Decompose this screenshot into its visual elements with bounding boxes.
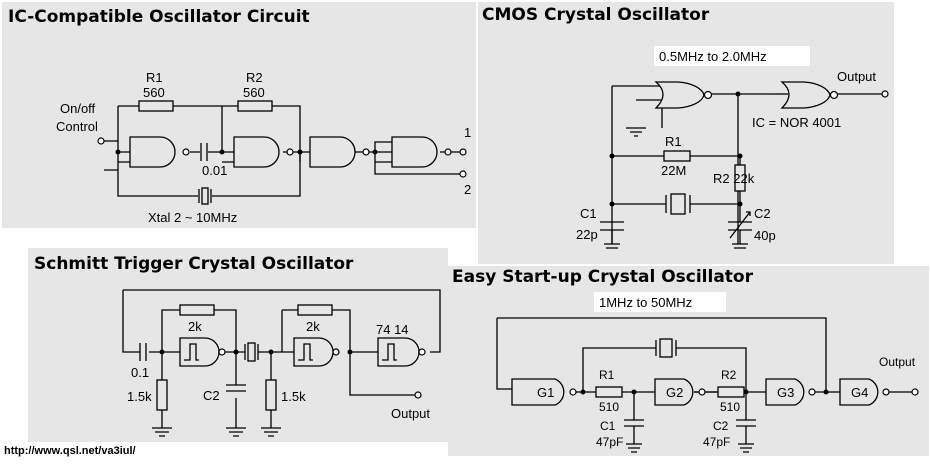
schmitt-r15-a: 1.5k <box>127 389 152 404</box>
easy-output-label: Output <box>879 355 916 369</box>
easy-r2-value: 510 <box>720 400 740 414</box>
ic-r1-value: 560 <box>143 85 165 100</box>
ic-panel <box>2 2 476 228</box>
easy-r1-value: 510 <box>599 400 619 414</box>
easy-title: Easy Start-up Crystal Oscillator <box>452 267 753 287</box>
schmitt-c2-label: C2 <box>203 388 220 403</box>
cmos-c2-value: 40p <box>754 228 776 243</box>
easy-g3-label: G3 <box>777 385 794 400</box>
ic-circuit: R1 560 R2 560 On/off Control 0.01 Xtal 2… <box>56 70 471 225</box>
schmitt-r2k-a: 2k <box>188 319 202 334</box>
ic-r2-label: R2 <box>246 70 263 85</box>
ic-xtal-label: Xtal 2 ~ 10MHz <box>148 210 237 225</box>
cmos-title: CMOS Crystal Oscillator <box>482 5 710 25</box>
ic-cap-label: 0.01 <box>202 163 227 178</box>
cmos-output-label: Output <box>837 69 876 84</box>
schmitt-title: Schmitt Trigger Crystal Oscillator <box>34 254 354 274</box>
easy-circuit: 1MHz to 50MHz G1 G2 G3 G4 R1 510 R2 510 … <box>496 292 919 453</box>
ic-r2-value: 560 <box>243 85 265 100</box>
ic-control-label: Control <box>56 119 98 134</box>
easy-r2-label: R2 <box>721 368 737 382</box>
ic-title: IC-Compatible Oscillator Circuit <box>8 7 310 27</box>
easy-c2-value: 47pF <box>703 435 730 449</box>
easy-g4-label: G4 <box>851 385 868 400</box>
cmos-c2-label: C2 <box>754 206 771 221</box>
easy-r1-label: R1 <box>599 368 615 382</box>
schmitt-circuit: 2k 2k 74 14 0.1 1.5k 1.5k C2 Output <box>122 289 441 437</box>
easy-g1-label: G1 <box>537 385 554 400</box>
cmos-r1-value: 22M <box>661 163 686 178</box>
schmitt-r15-b: 1.5k <box>281 389 306 404</box>
schmitt-output-label: Output <box>391 406 430 421</box>
cmos-circuit: 0.5MHz to 2.0MHz Output IC = NOR 4001 R1… <box>576 46 889 249</box>
cmos-freq-label: 0.5MHz to 2.0MHz <box>659 49 767 64</box>
easy-g2-label: G2 <box>666 385 683 400</box>
source-url: http://www.qsl.net/va3iul/ <box>4 445 136 457</box>
easy-c2-label: C2 <box>713 419 729 433</box>
cmos-c1-value: 22p <box>576 227 598 242</box>
cmos-panel <box>478 2 894 264</box>
ic-out1-label: 1 <box>464 125 471 140</box>
easy-c1-label: C1 <box>600 419 616 433</box>
schmitt-chip-label: 74 14 <box>376 322 409 337</box>
ic-r1-label: R1 <box>146 70 163 85</box>
cmos-ic-label: IC = NOR 4001 <box>752 115 841 130</box>
ic-onoff-label: On/off <box>60 101 96 116</box>
easy-c1-value: 47pF <box>596 435 623 449</box>
cmos-r2-label: R2 22k <box>713 171 755 186</box>
schmitt-r2k-b: 2k <box>306 319 320 334</box>
schmitt-cap-label: 0.1 <box>131 365 149 380</box>
ic-out2-label: 2 <box>464 182 471 197</box>
cmos-c1-label: C1 <box>580 206 597 221</box>
cmos-r1-label: R1 <box>665 134 682 149</box>
easy-freq-label: 1MHz to 50MHz <box>599 295 692 310</box>
